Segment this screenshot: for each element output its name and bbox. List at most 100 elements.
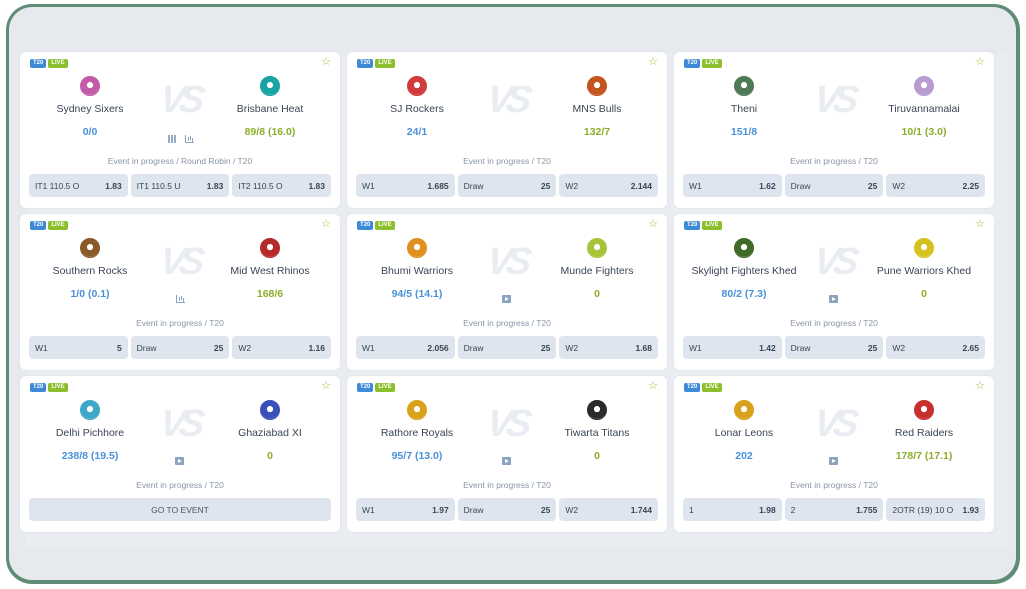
team-name: Southern Rocks (52, 265, 128, 277)
star-icon[interactable]: ☆ (648, 56, 658, 68)
grid-icon[interactable] (168, 135, 177, 143)
odds-button[interactable]: Draw 25 (130, 336, 230, 359)
format-badge: T20 (357, 59, 374, 68)
event-status: Event in progress / T20 (790, 318, 878, 328)
star-icon[interactable]: ☆ (975, 380, 985, 392)
star-icon[interactable]: ☆ (321, 56, 331, 68)
event-status: Event in progress / T20 (136, 318, 224, 328)
odds-value: 25 (213, 342, 224, 353)
match-tools (168, 135, 194, 143)
odds-button[interactable]: Draw 25 (457, 498, 557, 521)
team-logo-icon (407, 400, 427, 420)
video-icon[interactable] (829, 457, 838, 465)
team-logo-icon (587, 238, 607, 258)
team-away: Red Raiders (859, 400, 989, 439)
odds-value: 1.16 (308, 342, 326, 353)
star-icon[interactable]: ☆ (321, 218, 331, 230)
live-badge: LIVE (375, 383, 395, 392)
odds-label: W1 (35, 342, 48, 353)
team-score: 0/0 (82, 126, 98, 138)
vs-watermark: VS (484, 403, 529, 445)
match-tools (829, 295, 838, 303)
team-name: MNS Bulls (572, 103, 622, 115)
team-logo-icon (734, 76, 754, 96)
odds-value: 1.755 (856, 504, 878, 515)
vs-watermark: VS (811, 241, 856, 283)
star-icon[interactable]: ☆ (648, 380, 658, 392)
team-home: SJ Rockers (352, 76, 482, 115)
video-icon[interactable] (175, 457, 184, 465)
star-icon[interactable]: ☆ (975, 218, 985, 230)
team-score: 151/8 (730, 126, 758, 138)
star-icon[interactable]: ☆ (975, 56, 985, 68)
odds-value: 25 (540, 504, 551, 515)
team-name: Ghaziabad XI (238, 427, 302, 439)
team-score: 168/6 (256, 288, 284, 300)
odds-label: Draw (790, 342, 811, 353)
team-name: Lonar Leons (714, 427, 774, 439)
match-tools (175, 457, 184, 465)
event-status: Event in progress / T20 (136, 480, 224, 490)
live-badge: LIVE (48, 59, 68, 68)
team-score: 89/8 (16.0) (244, 126, 296, 138)
team-name: Red Raiders (894, 427, 954, 439)
chart-icon[interactable] (185, 135, 194, 143)
star-icon[interactable]: ☆ (648, 218, 658, 230)
chart-icon[interactable] (176, 295, 185, 303)
go-to-event-button[interactable]: GO TO EVENT (29, 498, 331, 521)
team-logo-icon (260, 238, 280, 258)
team-logo-icon (80, 238, 100, 258)
video-icon[interactable] (502, 295, 511, 303)
team-score: 0 (921, 288, 927, 300)
odds-label: W1 (362, 342, 375, 353)
team-away: Brisbane Heat (205, 76, 335, 115)
team-score: 202 (735, 450, 753, 462)
team-home: Lonar Leons (679, 400, 809, 439)
team-away: Ghaziabad XI (205, 400, 335, 439)
vs-watermark: VS (811, 403, 856, 445)
star-icon[interactable]: ☆ (321, 380, 331, 392)
video-icon[interactable] (502, 457, 511, 465)
event-status: Event in progress / Round Robin / T20 (107, 156, 253, 166)
team-name: Tiruvannamalai (888, 103, 960, 115)
odds-label: Draw (463, 504, 484, 515)
live-badge: LIVE (702, 59, 722, 68)
video-icon[interactable] (829, 295, 838, 303)
odds-label: Draw (136, 342, 157, 353)
odds-label: W2 (565, 180, 579, 191)
